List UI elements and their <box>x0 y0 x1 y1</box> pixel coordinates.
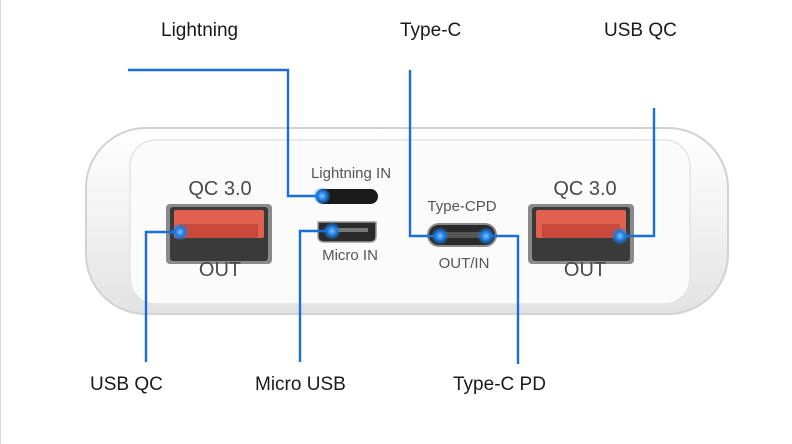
lightning-in-label: Lightning IN <box>310 165 392 182</box>
right-out-label: OUT <box>563 259 607 281</box>
right-usb-qc-port <box>528 204 634 264</box>
callout-micro-usb: Micro USB <box>255 374 346 395</box>
callout-type-c: Type-C <box>400 20 462 41</box>
left-usb-dot <box>171 223 189 241</box>
left-usb-qc-port <box>166 204 272 264</box>
micro-usb-dot <box>323 222 341 240</box>
type-c-dot <box>431 227 449 245</box>
micro-in-label: Micro IN <box>322 247 378 264</box>
right-usb-dot <box>611 227 629 245</box>
callout-usb-qc-bottom: USB QC <box>90 374 163 395</box>
left-out-label: OUT <box>198 259 242 281</box>
micro-usb-leader <box>298 229 332 362</box>
type-c-leader <box>408 70 440 238</box>
left-qc-label: QC 3.0 <box>188 178 252 200</box>
lightning-port <box>316 189 378 204</box>
type-c-tongue <box>440 232 484 238</box>
lightning-dot <box>313 187 331 205</box>
connection-dots <box>171 187 629 245</box>
lightning-leader <box>128 68 322 198</box>
out-in-label: OUT/IN <box>438 255 490 272</box>
callout-lightning: Lightning <box>161 20 239 41</box>
right-usb-qc-leader <box>620 108 656 238</box>
type-c-pd-leader <box>486 234 520 364</box>
left-usb-qc-leader <box>144 230 180 362</box>
right-qc-label: QC 3.0 <box>553 178 617 200</box>
type-cpd-label: Type-CPD <box>427 198 497 215</box>
type-c-pd-dot <box>477 227 495 245</box>
left-edge-divider <box>0 0 1 444</box>
callout-type-c-pd: Type-C PD <box>453 374 546 395</box>
leader-lines <box>128 68 656 364</box>
callout-usb-qc-top: USB QC <box>604 20 677 41</box>
